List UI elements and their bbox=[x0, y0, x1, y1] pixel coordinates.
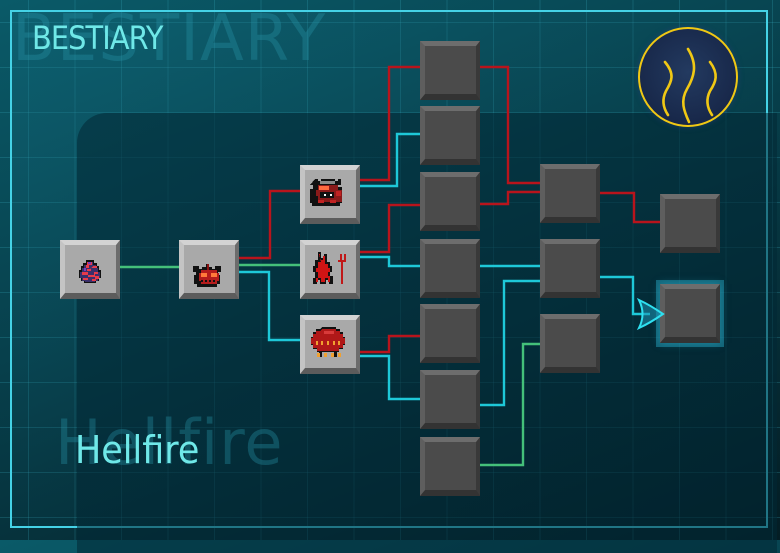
element-emblem[interactable] bbox=[638, 27, 738, 127]
tree-node-locked[interactable] bbox=[660, 194, 720, 253]
tree-node-locked[interactable] bbox=[420, 239, 480, 298]
fanged-blob-icon bbox=[311, 327, 345, 357]
trident-devil-icon bbox=[313, 252, 346, 284]
tree-node-selected[interactable] bbox=[660, 284, 720, 343]
horned-demon-baby-icon bbox=[193, 264, 221, 287]
armored-demon-icon bbox=[310, 179, 342, 206]
heat-waves-icon bbox=[662, 47, 717, 124]
tree-node-egg[interactable] bbox=[60, 240, 120, 299]
tree-node-locked[interactable] bbox=[420, 304, 480, 363]
area-name-ghost: Hellfire bbox=[55, 406, 284, 479]
tree-node-locked[interactable] bbox=[420, 370, 480, 429]
tree-node-fanged-blob[interactable] bbox=[300, 315, 360, 374]
tree-node-locked[interactable] bbox=[540, 314, 600, 373]
area-name: Hellfire bbox=[75, 428, 200, 472]
tree-node-locked[interactable] bbox=[420, 106, 480, 165]
arrow-cursor-icon bbox=[636, 297, 665, 331]
tree-node-locked[interactable] bbox=[540, 239, 600, 298]
tree-node-locked[interactable] bbox=[540, 164, 600, 223]
tree-node-imp-baby[interactable] bbox=[179, 240, 239, 299]
page-title: BESTIARY bbox=[32, 19, 163, 57]
tree-node-locked[interactable] bbox=[420, 41, 480, 100]
title-ghost: BESTIARY bbox=[12, 2, 327, 76]
tree-connections bbox=[120, 65, 660, 467]
tree-node-armored-demon[interactable] bbox=[300, 165, 360, 224]
tree-node-trident-devil[interactable] bbox=[300, 240, 360, 299]
tree-node-locked[interactable] bbox=[420, 437, 480, 496]
spotted-egg-icon bbox=[79, 260, 101, 283]
tree-node-locked[interactable] bbox=[420, 172, 480, 231]
